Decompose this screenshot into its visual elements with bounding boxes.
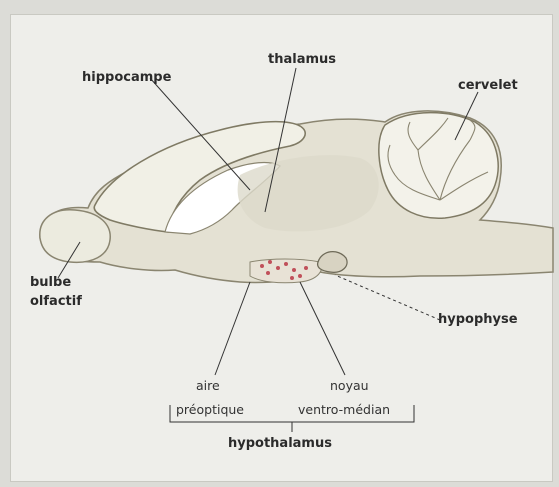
cerebellum bbox=[379, 113, 498, 219]
label-thalamus: thalamus bbox=[268, 52, 336, 68]
label-ventro-median: ventro-médian bbox=[298, 402, 390, 418]
label-noyau: noyau bbox=[330, 378, 369, 394]
label-cervelet: cervelet bbox=[458, 78, 518, 94]
line-hypophyse bbox=[335, 275, 440, 320]
label-bulbe: bulbe bbox=[30, 275, 71, 291]
label-hippocampe: hippocampe bbox=[82, 70, 171, 86]
label-hypothalamus: hypothalamus bbox=[228, 436, 332, 452]
line-noyau bbox=[300, 282, 345, 375]
line-aire bbox=[215, 282, 250, 375]
label-aire: aire bbox=[196, 378, 220, 394]
label-hypophyse: hypophyse bbox=[438, 312, 518, 328]
olfactory-bulb bbox=[40, 210, 110, 263]
label-preoptique: préoptique bbox=[176, 402, 244, 418]
label-olfactif: olfactif bbox=[30, 294, 82, 310]
pituitary bbox=[318, 252, 347, 273]
